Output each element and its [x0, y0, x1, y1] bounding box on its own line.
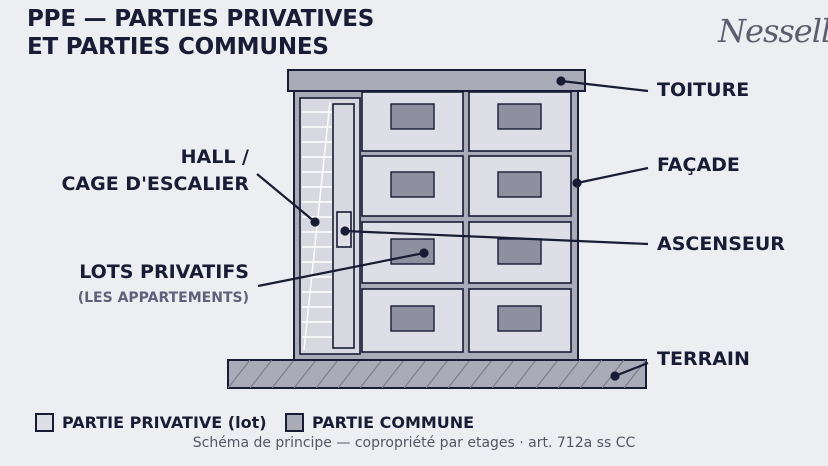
caption: Schéma de principe — copropriété par eta… — [192, 435, 636, 451]
callouts — [256, 76, 649, 381]
legend-common-label: PARTIE COMMUNE — [312, 413, 475, 432]
label-cage-escalier: CAGE D'ESCALIER — [61, 173, 249, 195]
label-hall: HALL / — [180, 146, 249, 168]
legend-private-label: PARTIE PRIVATIVE (lot) — [62, 413, 267, 432]
terrain-slab — [227, 359, 647, 389]
nessell-logo: Nessell — [718, 12, 828, 50]
label-appartements: (LES APPARTEMENTS) — [77, 290, 249, 306]
legend-common-swatch — [285, 413, 304, 432]
title-line-2: ET PARTIES COMMUNES — [27, 34, 329, 60]
legend-private-swatch — [35, 413, 54, 432]
label-facade: FAÇADE — [657, 154, 740, 176]
label-lots-privatifs: LOTS PRIVATIFS — [79, 261, 249, 283]
label-toiture: TOITURE — [657, 79, 750, 101]
title-line-1: PPE — PARTIES PRIVATIVES — [27, 6, 375, 32]
lot-r3-c2 — [468, 221, 572, 284]
legend-private: PARTIE PRIVATIVE (lot) — [35, 413, 267, 432]
legend-common: PARTIE COMMUNE — [285, 413, 474, 432]
label-terrain: TERRAIN — [657, 348, 750, 370]
label-ascenseur: ASCENSEUR — [657, 233, 785, 255]
roof-slab — [287, 69, 586, 92]
windows — [390, 103, 542, 332]
stairwell — [299, 97, 361, 355]
page-title: PPE — PARTIES PRIVATIVES ET PARTIES COMM… — [27, 5, 374, 61]
